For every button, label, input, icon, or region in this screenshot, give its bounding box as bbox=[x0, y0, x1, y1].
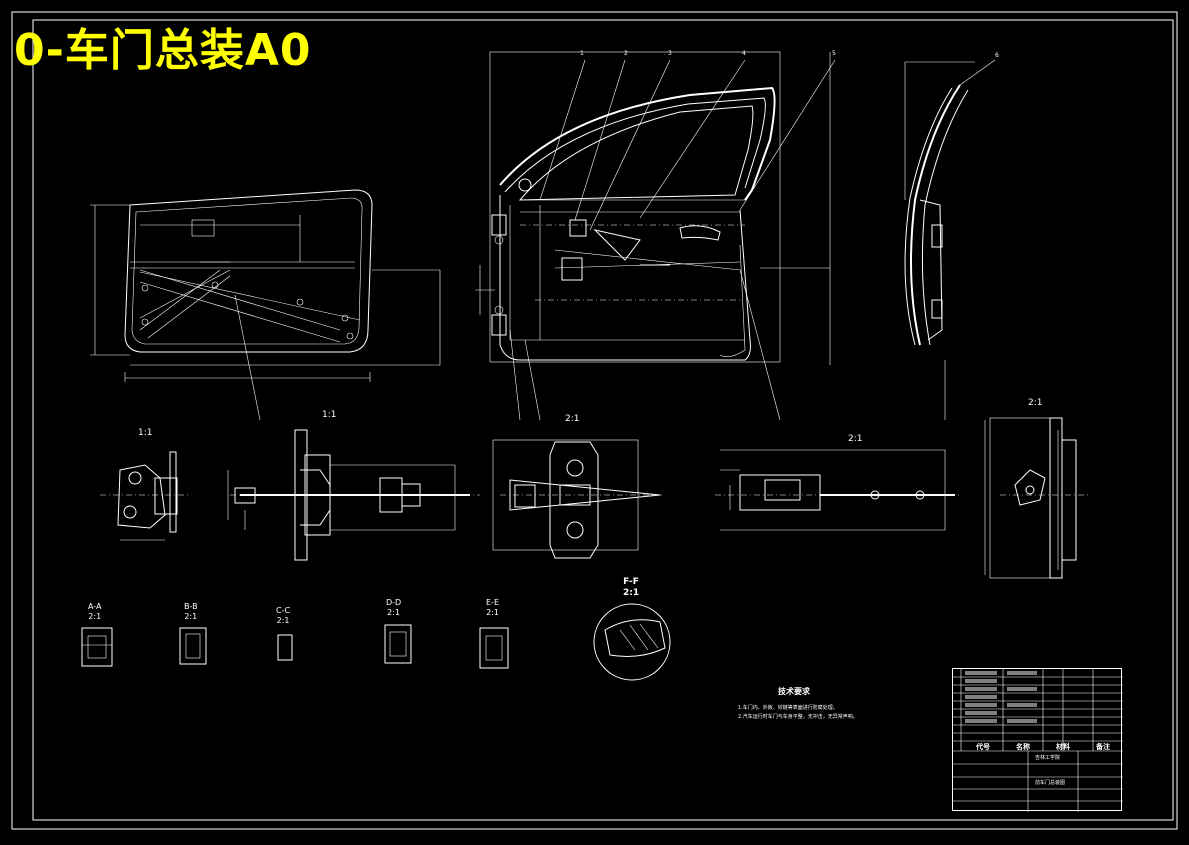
latch-detail-view bbox=[492, 439, 665, 559]
callout-2: 2 bbox=[624, 50, 628, 57]
callout-3: 3 bbox=[668, 50, 672, 57]
section-d-view bbox=[384, 624, 412, 664]
scale-label-5: 2:1 bbox=[1028, 398, 1043, 408]
callout-6: 6 bbox=[995, 52, 999, 59]
check-strap-detail-view bbox=[227, 429, 480, 561]
drawing-title: 0-车门总装A0 bbox=[14, 25, 312, 76]
inner-frame bbox=[32, 19, 1174, 821]
callout-5: 5 bbox=[832, 50, 836, 57]
door-side-profile-view bbox=[904, 59, 996, 420]
bom-header-note: 备注 bbox=[1096, 743, 1110, 751]
section-c-view bbox=[277, 634, 293, 661]
lock-rod-detail-view bbox=[715, 449, 960, 531]
hinge-detail-view bbox=[100, 451, 190, 541]
callout-4: 4 bbox=[742, 50, 746, 57]
section-e-view bbox=[479, 627, 509, 669]
tech-requirements-text: 1.车门内、外板、铰链等表面进行防腐处理。 2.汽车运行时车门与车身平整，无冲击… bbox=[738, 704, 948, 722]
tech-requirement-1: 1.车门内、外板、铰链等表面进行防腐处理。 bbox=[738, 705, 838, 711]
section-f-view bbox=[593, 603, 671, 681]
scale-label-4: 2:1 bbox=[848, 434, 863, 444]
door-assembly-view bbox=[234, 51, 836, 421]
bom-header-name: 名称 bbox=[1016, 743, 1030, 751]
title-block: 代号 名称 材料 备注 吉林工学院 前车门总装图 bbox=[952, 668, 1123, 812]
callout-1: 1 bbox=[580, 50, 584, 57]
title-block-drawing-name: 前车门总装图 bbox=[1035, 780, 1066, 786]
bom-header-code: 代号 bbox=[976, 743, 990, 751]
tech-requirement-2: 2.汽车运行时车门与车身平整，无冲击，无异常声响。 bbox=[738, 714, 858, 720]
title-block-grid bbox=[953, 669, 1123, 812]
section-a-view bbox=[81, 627, 113, 667]
title-block-school: 吉林工学院 bbox=[1035, 755, 1061, 761]
bom-header-row: 代号 名称 材料 备注 bbox=[963, 742, 1123, 752]
scale-label-3: 2:1 bbox=[565, 414, 580, 424]
hinge-side-detail-view bbox=[984, 417, 1090, 579]
bom-header-material: 材料 bbox=[1056, 743, 1070, 751]
section-b-view bbox=[179, 627, 207, 665]
door-inner-panel-view bbox=[90, 189, 441, 382]
outer-frame bbox=[11, 11, 1178, 830]
scale-label-2: 1:1 bbox=[322, 410, 337, 420]
scale-label-1: 1:1 bbox=[138, 428, 153, 438]
tech-requirements-heading: 技术要求 bbox=[778, 687, 810, 696]
